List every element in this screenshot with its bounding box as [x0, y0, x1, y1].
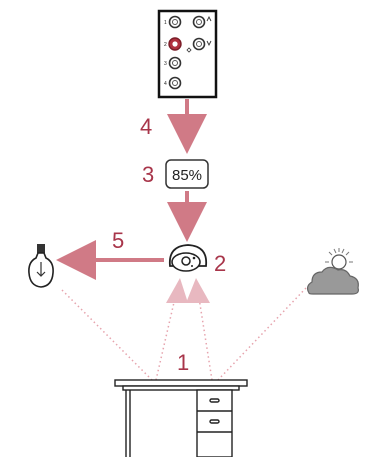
sun-behind-cloud-icon	[308, 248, 359, 294]
panel-knob-2-selected	[169, 38, 181, 50]
desk-icon	[115, 380, 247, 457]
panel-knob-1	[170, 17, 181, 28]
step-3-label: 3	[142, 162, 154, 187]
panel-row-number-1: 1	[164, 20, 167, 26]
beam-arrowhead-left	[166, 278, 188, 303]
step-1-label: 1	[177, 350, 189, 375]
panel-row-number-3: 3	[164, 61, 167, 67]
panel-row-number-4: 4	[164, 81, 167, 87]
step-2-label: 2	[214, 251, 226, 276]
light-bulb-icon	[29, 244, 53, 287]
panel-knob-down	[194, 39, 205, 50]
percentage-display: 85%	[166, 160, 208, 188]
ray-lamp-to-desk	[62, 290, 152, 380]
panel-knob-3	[170, 58, 181, 69]
ray-sun-to-desk	[218, 288, 306, 380]
panel-knob-up	[194, 17, 205, 28]
percentage-value: 85%	[172, 167, 202, 184]
step-4-label: 4	[140, 114, 152, 139]
ray-desk-to-sensor-right	[199, 298, 212, 380]
panel-knob-4	[170, 78, 181, 89]
ray-desk-to-sensor-left	[156, 298, 175, 380]
control-panel-icon: 1 2 3 4	[159, 11, 216, 97]
step-5-label: 5	[112, 228, 124, 253]
panel-row-number-2: 2	[164, 42, 167, 48]
light-sensor-icon	[170, 245, 206, 271]
beam-arrowhead-right	[186, 278, 210, 303]
